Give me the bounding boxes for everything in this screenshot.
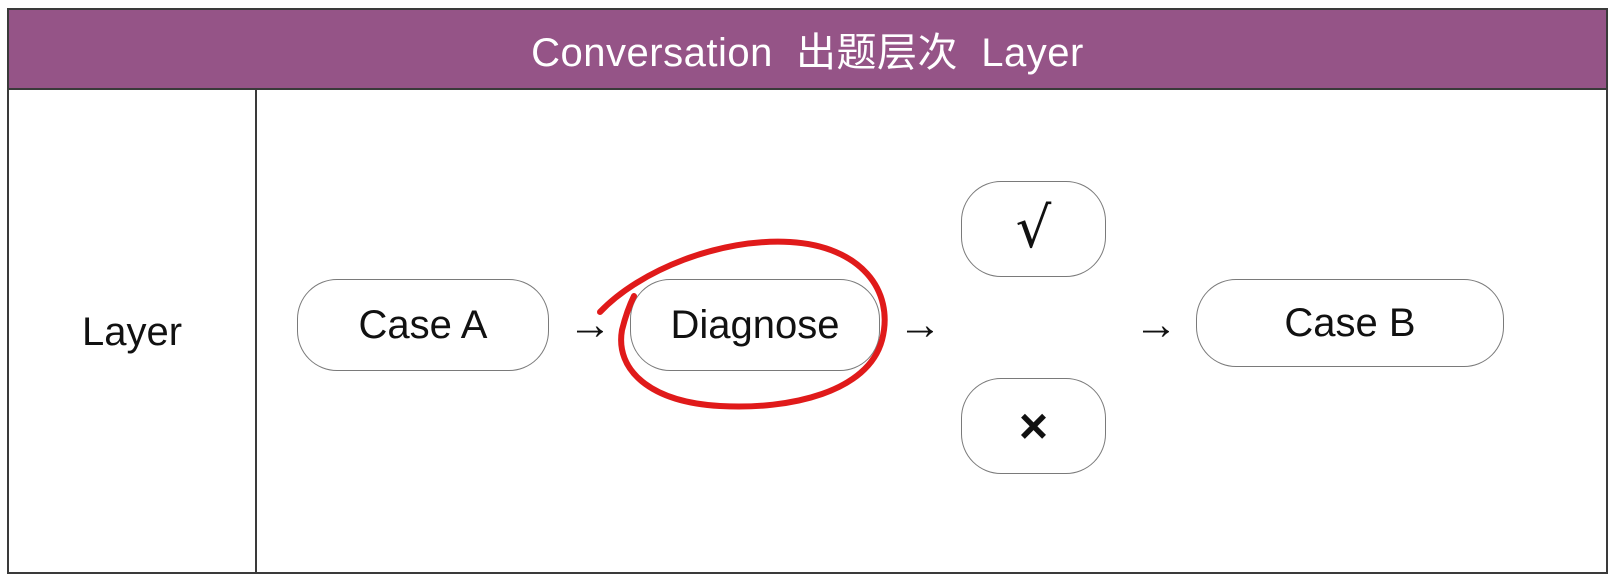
arrow-1: → [568,300,612,349]
column-divider [255,90,257,574]
header-title: Conversation 出题层次 Layer [531,31,1084,75]
arrow-2: → [898,300,942,349]
correct-node: √ [961,181,1106,277]
case-b-node: Case B [1196,279,1504,367]
row-label: Layer [81,309,183,354]
case-a-node: Case A [297,279,549,371]
check-mark-icon: √ [1015,196,1052,261]
header-bar: Conversation 出题层次 Layer [9,10,1606,90]
cross-mark-icon: × [1018,398,1049,454]
incorrect-node: × [961,378,1106,474]
arrow-3: → [1134,300,1178,349]
diagnose-node: Diagnose [630,279,880,371]
